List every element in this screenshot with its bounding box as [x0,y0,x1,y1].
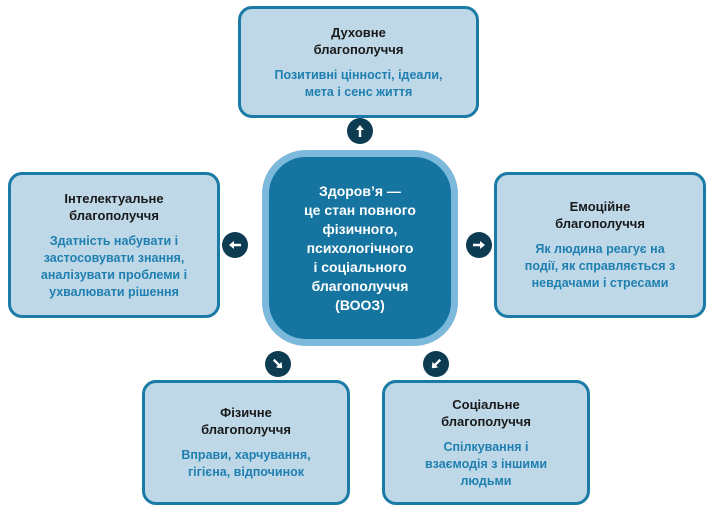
node-title: Соціальне благополуччя [441,396,531,429]
arrow-up-icon [347,118,373,144]
arrow-down-left-icon [265,351,291,377]
node-description: Здатність набувати і застосовувати знанн… [40,233,188,299]
node-description: Вправи, харчування, гігієна, відпочинок [181,448,311,479]
node-intellectual-wellbeing[interactable]: Інтелектуальне благополуччя Здатність на… [8,172,220,318]
node-title: Духовне благополуччя [313,24,404,57]
node-description: Спілкування і взаємодія з іншими людьми [424,439,548,488]
arrow-down-right-icon [423,351,449,377]
node-emotional-wellbeing[interactable]: Емоційне благополуччя Як людина реагує н… [494,172,706,318]
node-title: Емоційне благополуччя [555,199,645,231]
node-description: Позитивні цінності, ідеали, мета і сенс … [274,67,443,99]
node-title: Фізичне благополуччя [201,405,291,437]
node-social-wellbeing[interactable]: Соціальне благополуччя Спілкування і вза… [382,380,590,505]
node-physical-wellbeing[interactable]: Фізичне благополуччя Вправи, харчування,… [142,380,350,505]
center-definition-text: Здоров’я — це стан повного фізичного, пс… [304,182,416,313]
node-health-definition-center[interactable]: Здоров’я — це стан повного фізичного, пс… [262,150,458,346]
node-description: Як людина реагує на події, як справляєть… [524,242,676,290]
node-title: Інтелектуальне благополуччя [64,190,164,223]
node-spiritual-wellbeing[interactable]: Духовне благополуччя Позитивні цінності,… [238,6,479,118]
arrow-left-icon [222,232,248,258]
arrow-right-icon [466,232,492,258]
